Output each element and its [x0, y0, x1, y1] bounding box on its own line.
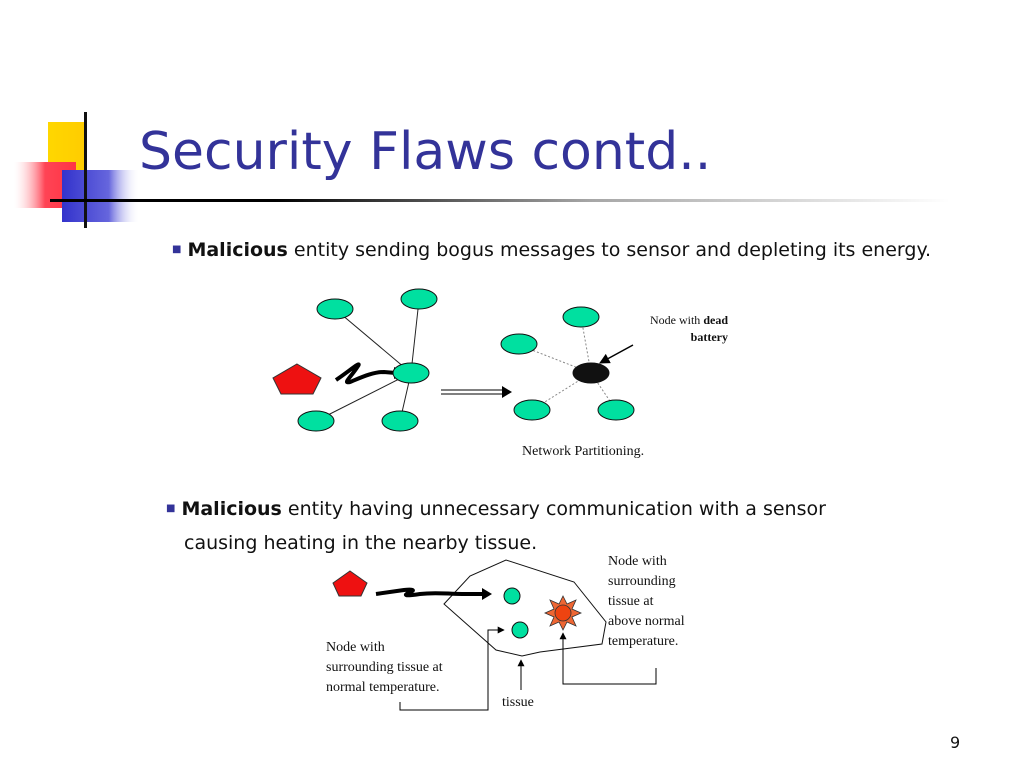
- normal-temp-node: [511, 621, 529, 639]
- dead-label-prefix: Node with: [649, 313, 704, 327]
- attack-arrowhead: [482, 588, 492, 600]
- attacker-node: [332, 570, 368, 597]
- bullet-2-text-line1: entity having unnecessary communication …: [281, 498, 826, 520]
- sensor-node: [597, 399, 635, 421]
- tissue-label: tissue: [502, 695, 534, 710]
- tissue-region: [443, 559, 607, 657]
- dead-battery-node: [572, 362, 610, 384]
- normal-label-line: normal temperature.: [326, 680, 440, 695]
- sensor-node: [500, 333, 538, 355]
- normal-label-line: surrounding tissue at: [326, 660, 443, 675]
- sensor-node: [513, 399, 551, 421]
- target-sensor-node: [392, 362, 430, 384]
- hot-label-line: above normal: [608, 614, 685, 629]
- page-number: 9: [950, 733, 961, 752]
- partition-caption: Network Partitioning.: [522, 444, 645, 459]
- attacker-node: [272, 363, 322, 395]
- bullet-2-bold: Malicious: [181, 498, 282, 520]
- hot-node-label: Node with surrounding tissue at above no…: [608, 552, 685, 652]
- title-divider: [50, 199, 950, 202]
- slide-title: Security Flaws contd..: [139, 122, 712, 182]
- sensor-node: [297, 410, 335, 432]
- bullet-square-icon: ■: [166, 503, 176, 514]
- hot-label-line: Node with: [608, 554, 667, 569]
- normal-label-line: Node with: [326, 640, 385, 655]
- normal-node-label: Node with surrounding tissue at normal t…: [326, 638, 443, 698]
- bullet-1-text: entity sending bogus messages to sensor …: [287, 239, 932, 261]
- hot-node: [544, 595, 582, 631]
- bullet-square-icon: ■: [172, 244, 182, 255]
- hot-node-pointer: [559, 632, 657, 685]
- sensor-node: [316, 298, 354, 320]
- hot-label-line: tissue at: [608, 594, 654, 609]
- normal-node-pointer: [399, 626, 505, 711]
- attack-signal: [334, 362, 397, 385]
- bullet-1: ■ Malicious entity sending bogus messages…: [172, 235, 931, 269]
- attack-signal: [375, 587, 484, 598]
- hot-label-line: surrounding: [608, 574, 676, 589]
- dead-label-bold-2: battery: [690, 330, 728, 344]
- dead-node-pointer: [599, 344, 634, 364]
- target-sensor-node: [503, 587, 521, 605]
- bullet-2: ■ Malicious entity having unnecessary com…: [166, 494, 826, 558]
- dead-battery-label: Node with dead battery: [628, 312, 728, 346]
- hot-label-line: temperature.: [608, 634, 679, 649]
- sensor-node: [381, 410, 419, 432]
- dead-label-bold: dead: [703, 313, 728, 327]
- transition-arrowhead: [502, 386, 512, 398]
- slide-logo: [14, 112, 140, 228]
- bullet-2-text-line2: causing heating in the nearby tissue.: [184, 532, 538, 554]
- sensor-node: [400, 288, 438, 310]
- bullet-1-bold: Malicious: [187, 239, 288, 261]
- sensor-node: [562, 306, 600, 328]
